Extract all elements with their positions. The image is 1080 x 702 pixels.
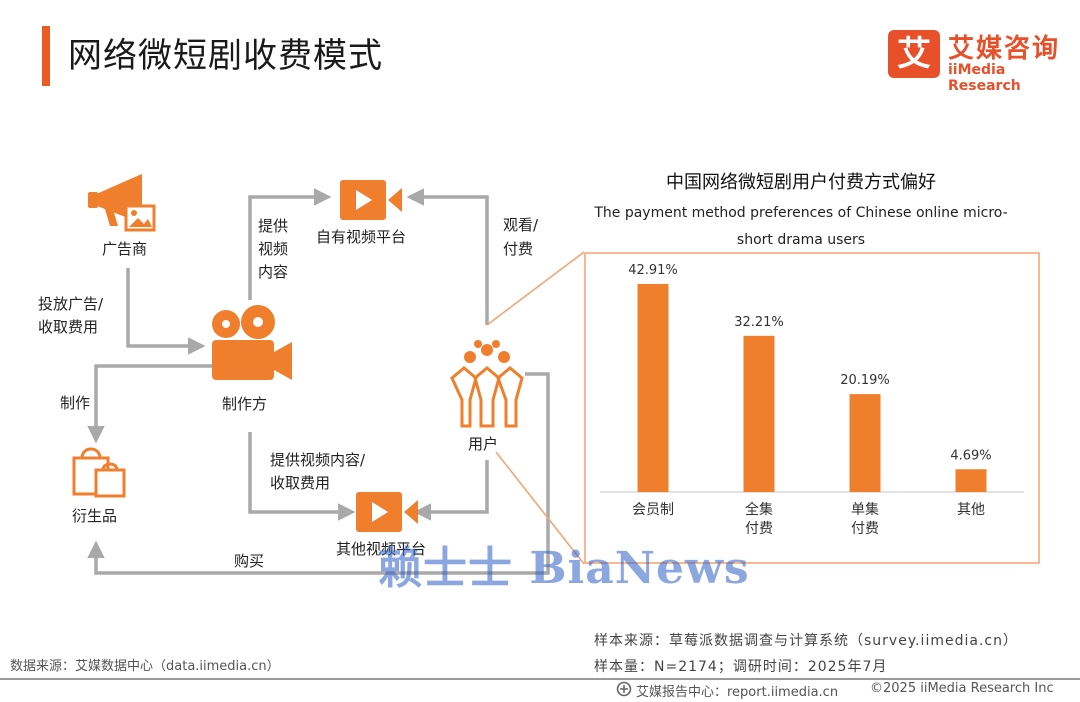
arrow-producer-to-own-platform	[248, 188, 332, 300]
megaphone-icon	[88, 174, 156, 232]
category-label: 单集	[851, 501, 879, 518]
edge-label-provide-3: 内容	[258, 263, 289, 281]
edge-label-ad-1: 投放广告/	[38, 295, 104, 313]
chart-title: 中国网络微短剧用户付费方式偏好	[666, 172, 936, 193]
arrow-producer-to-derivatives	[87, 364, 212, 444]
category-label: 付费	[851, 521, 879, 537]
zoom-line-bottom	[495, 451, 585, 565]
edge-label-provide-1: 提供	[258, 217, 289, 235]
node-producer-label: 制作方	[222, 395, 268, 413]
edge-label-other-2: 收取费用	[270, 474, 331, 492]
chart-subtitle-line2: short drama users	[736, 232, 866, 248]
node-advertiser-label: 广告商	[102, 240, 148, 258]
edge-label-ad-2: 收取费用	[38, 318, 99, 336]
bar-value-label: 42.91%	[628, 263, 678, 278]
arrow-advertiser-to-producer	[126, 268, 206, 355]
category-label: 会员制	[632, 502, 674, 518]
bar-value-label: 32.21%	[734, 315, 784, 330]
title-accent-bar	[42, 26, 50, 86]
arrow-producer-to-other-platform	[248, 432, 356, 521]
shopping-bag-icon	[72, 447, 126, 498]
bar-value-label: 20.19%	[840, 373, 890, 388]
chart-subtitle: The payment method preferences of Chines…	[586, 200, 1016, 254]
node-derivatives-label: 衍生品	[72, 507, 118, 525]
page-title: 网络微短剧收费模式	[68, 36, 383, 76]
node-other-platform-label: 其他视频平台	[336, 540, 427, 558]
sample-size: 样本量：N=2174；调研时间：2025年7月	[594, 659, 888, 675]
arrow-user-buy-derivatives	[87, 372, 550, 575]
edge-label-other-1: 提供视频内容/	[270, 451, 366, 469]
watermark: 赖士士 BiaNews	[378, 543, 750, 594]
category-label: 付费	[745, 521, 773, 537]
bar	[743, 335, 775, 492]
node-user-label: 用户	[468, 435, 499, 453]
arrow-user-to-own-platform	[406, 188, 489, 325]
video-platform-icon	[340, 180, 402, 220]
report-center-icon	[616, 681, 632, 697]
chart-subtitle-line1: The payment method preferences of Chines…	[594, 205, 1008, 221]
footer-divider	[0, 678, 1080, 680]
logo-name-en: iiMedia Research	[948, 62, 1021, 94]
bar	[637, 283, 669, 492]
edge-label-buy: 购买	[234, 552, 265, 570]
footer-report-center: 艾媒报告中心：report.iimedia.cn	[636, 685, 839, 700]
edge-label-watch-2: 付费	[503, 240, 534, 258]
edge-label-watch-1: 观看/	[503, 216, 539, 234]
zoom-line-top	[486, 251, 585, 326]
category-label: 其他	[957, 502, 985, 518]
film-camera-icon	[212, 305, 292, 380]
data-source: 数据来源：艾媒数据中心（data.iimedia.cn）	[10, 659, 280, 674]
bar-value-label: 4.69%	[950, 448, 991, 463]
logo-mark: 艾	[888, 30, 940, 78]
category-label: 全集	[745, 501, 773, 518]
edge-label-provide-2: 视频	[258, 240, 289, 258]
arrow-user-to-other-platform	[413, 460, 489, 521]
node-own-platform-label: 自有视频平台	[316, 228, 407, 246]
chart-frame	[584, 252, 1040, 564]
bar	[849, 394, 881, 492]
sample-source: 样本来源：草莓派数据调查与计算系统（survey.iimedia.cn）	[594, 633, 1018, 649]
users-group-icon	[450, 340, 524, 428]
footer-copyright: ©2025 iiMedia Research Inc	[870, 681, 1054, 696]
video-platform-icon-2	[356, 492, 418, 532]
logo-name-cn: 艾媒咨询	[948, 34, 1061, 64]
bar	[955, 469, 987, 492]
edge-label-produce: 制作	[60, 394, 91, 412]
